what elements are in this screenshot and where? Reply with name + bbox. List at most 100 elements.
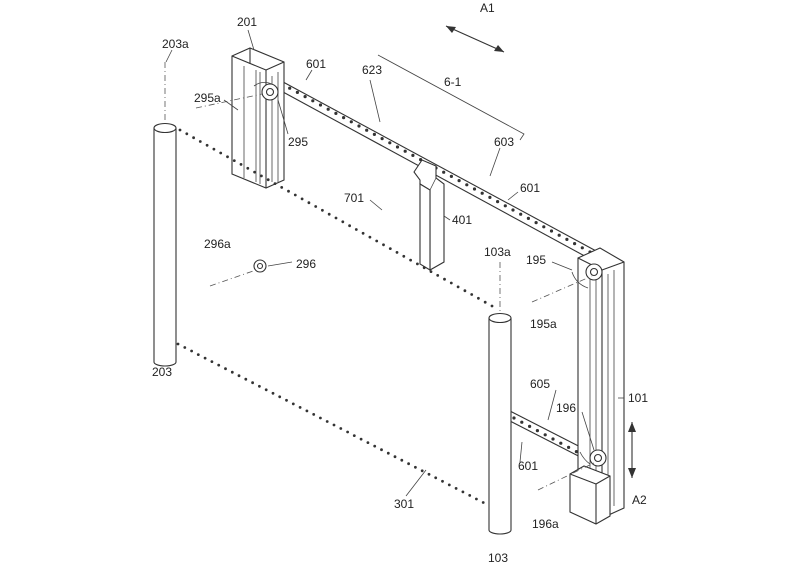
- screen-edge-dot: [307, 201, 311, 205]
- right-roller-103: [488, 312, 512, 535]
- screen-edge-dot: [427, 472, 431, 476]
- screen-edge-dot: [416, 262, 419, 266]
- belt-tooth: [334, 111, 338, 115]
- belt-tooth: [442, 170, 446, 174]
- label-601-low: 601: [518, 459, 538, 473]
- belt-tooth: [528, 424, 532, 428]
- belt-tooth: [526, 216, 531, 220]
- label-601-top: 601: [306, 57, 326, 71]
- belt-tooth: [395, 145, 400, 149]
- screen-edge-dot: [266, 178, 270, 182]
- screen-edge-dot: [359, 437, 363, 441]
- bracket-6-1: [377, 54, 525, 141]
- screen-edge-dot: [224, 367, 227, 371]
- screen-edge-dot: [393, 455, 397, 459]
- belt-tooth: [567, 445, 571, 449]
- belt-tooth: [449, 174, 453, 178]
- screen-edge-dot: [447, 483, 451, 487]
- belt-tooth: [557, 233, 561, 237]
- screen-edge-dot: [341, 220, 345, 224]
- screen-edge-dot: [441, 479, 444, 483]
- right-pulley-195: [571, 263, 603, 289]
- screen-edge-dot: [395, 251, 399, 254]
- screen-edge-dot: [400, 458, 404, 462]
- belt-tooth: [380, 137, 384, 141]
- screen-edge-dot: [429, 270, 433, 273]
- screen-edge-dot: [176, 342, 180, 346]
- screen-edge-dot: [217, 363, 221, 367]
- belt-tooth: [511, 208, 515, 212]
- leader-lines: [165, 29, 624, 497]
- screen-301: [176, 128, 494, 508]
- screen-edge-dot: [470, 293, 474, 296]
- belt-tooth: [342, 116, 346, 120]
- belt-tooth: [388, 141, 392, 145]
- label-101: 101: [628, 391, 648, 405]
- screen-edge-dot: [280, 186, 284, 189]
- screen-edge-dot: [414, 465, 417, 469]
- screen-edge-dot: [325, 420, 329, 423]
- screen-edge-dot: [190, 349, 194, 353]
- screen-edge-dot: [346, 430, 349, 434]
- screen-edge-dot: [319, 416, 322, 420]
- screen-edge-dot: [219, 151, 223, 155]
- screen-edge-dot: [226, 155, 229, 159]
- belt-tooth: [542, 225, 546, 229]
- label-196a: 196a: [532, 517, 559, 531]
- screen-edge-dot: [196, 353, 200, 356]
- label-6-1: 6-1: [444, 75, 462, 89]
- label-201: 201: [237, 15, 257, 29]
- label-103a: 103a: [484, 245, 511, 259]
- axis-295a: [195, 93, 263, 109]
- screen-edge-dot: [339, 427, 343, 430]
- screen-edge-dot: [368, 235, 372, 239]
- drive-box: [569, 465, 611, 525]
- screen-edge-dot: [239, 163, 243, 166]
- screen-edge-dot: [291, 402, 295, 406]
- screen-edge-dot: [327, 212, 331, 216]
- label-203: 203: [152, 365, 172, 379]
- screen-edge-dot: [253, 170, 256, 174]
- label-603: 603: [494, 135, 514, 149]
- screen-edge-dot: [436, 274, 440, 277]
- axis-195a: [531, 275, 593, 303]
- arrow-a1: [445, 25, 505, 53]
- screen-edge-dot: [456, 285, 460, 289]
- belt-tooth: [549, 229, 554, 233]
- belt-tooth: [574, 450, 579, 454]
- axis-196a: [537, 461, 597, 491]
- belt-tooth: [295, 90, 299, 94]
- screen-edge-dot: [298, 406, 302, 409]
- screen-edge-dot: [468, 494, 472, 497]
- belt-tooth: [318, 103, 323, 107]
- screen-edge-dot: [483, 300, 487, 304]
- screen-edge-dot: [210, 360, 214, 363]
- screen-edge-dot: [490, 304, 494, 308]
- belt-tooth: [573, 242, 577, 246]
- screen-edge-dot: [321, 208, 324, 212]
- belt-tooth: [303, 95, 307, 99]
- label-605: 605: [530, 377, 550, 391]
- screen-edge-dot: [230, 370, 234, 374]
- screen-edge-dot: [402, 254, 406, 258]
- screen-edge-dot: [244, 377, 248, 381]
- roller-296: [253, 259, 267, 273]
- screen-edge-dot: [251, 381, 255, 385]
- screen-edge-dot: [183, 346, 187, 349]
- left-pulley-295: [253, 82, 279, 101]
- belt-tooth: [311, 99, 315, 103]
- label-601-mid: 601: [520, 181, 540, 195]
- belt-tooth: [411, 153, 415, 157]
- screen-edge-dot: [449, 281, 453, 285]
- screen-bottom-edge: [176, 342, 492, 508]
- screen-edge-dot: [434, 476, 438, 480]
- screen-edge-dot: [454, 487, 458, 490]
- screen-edge-dot: [203, 356, 207, 360]
- screen-edge-dot: [422, 266, 426, 270]
- label-296a: 296a: [204, 237, 231, 251]
- belt-tooth: [580, 246, 584, 250]
- label-103: 103: [488, 551, 508, 565]
- screen-edge-dot: [461, 490, 465, 494]
